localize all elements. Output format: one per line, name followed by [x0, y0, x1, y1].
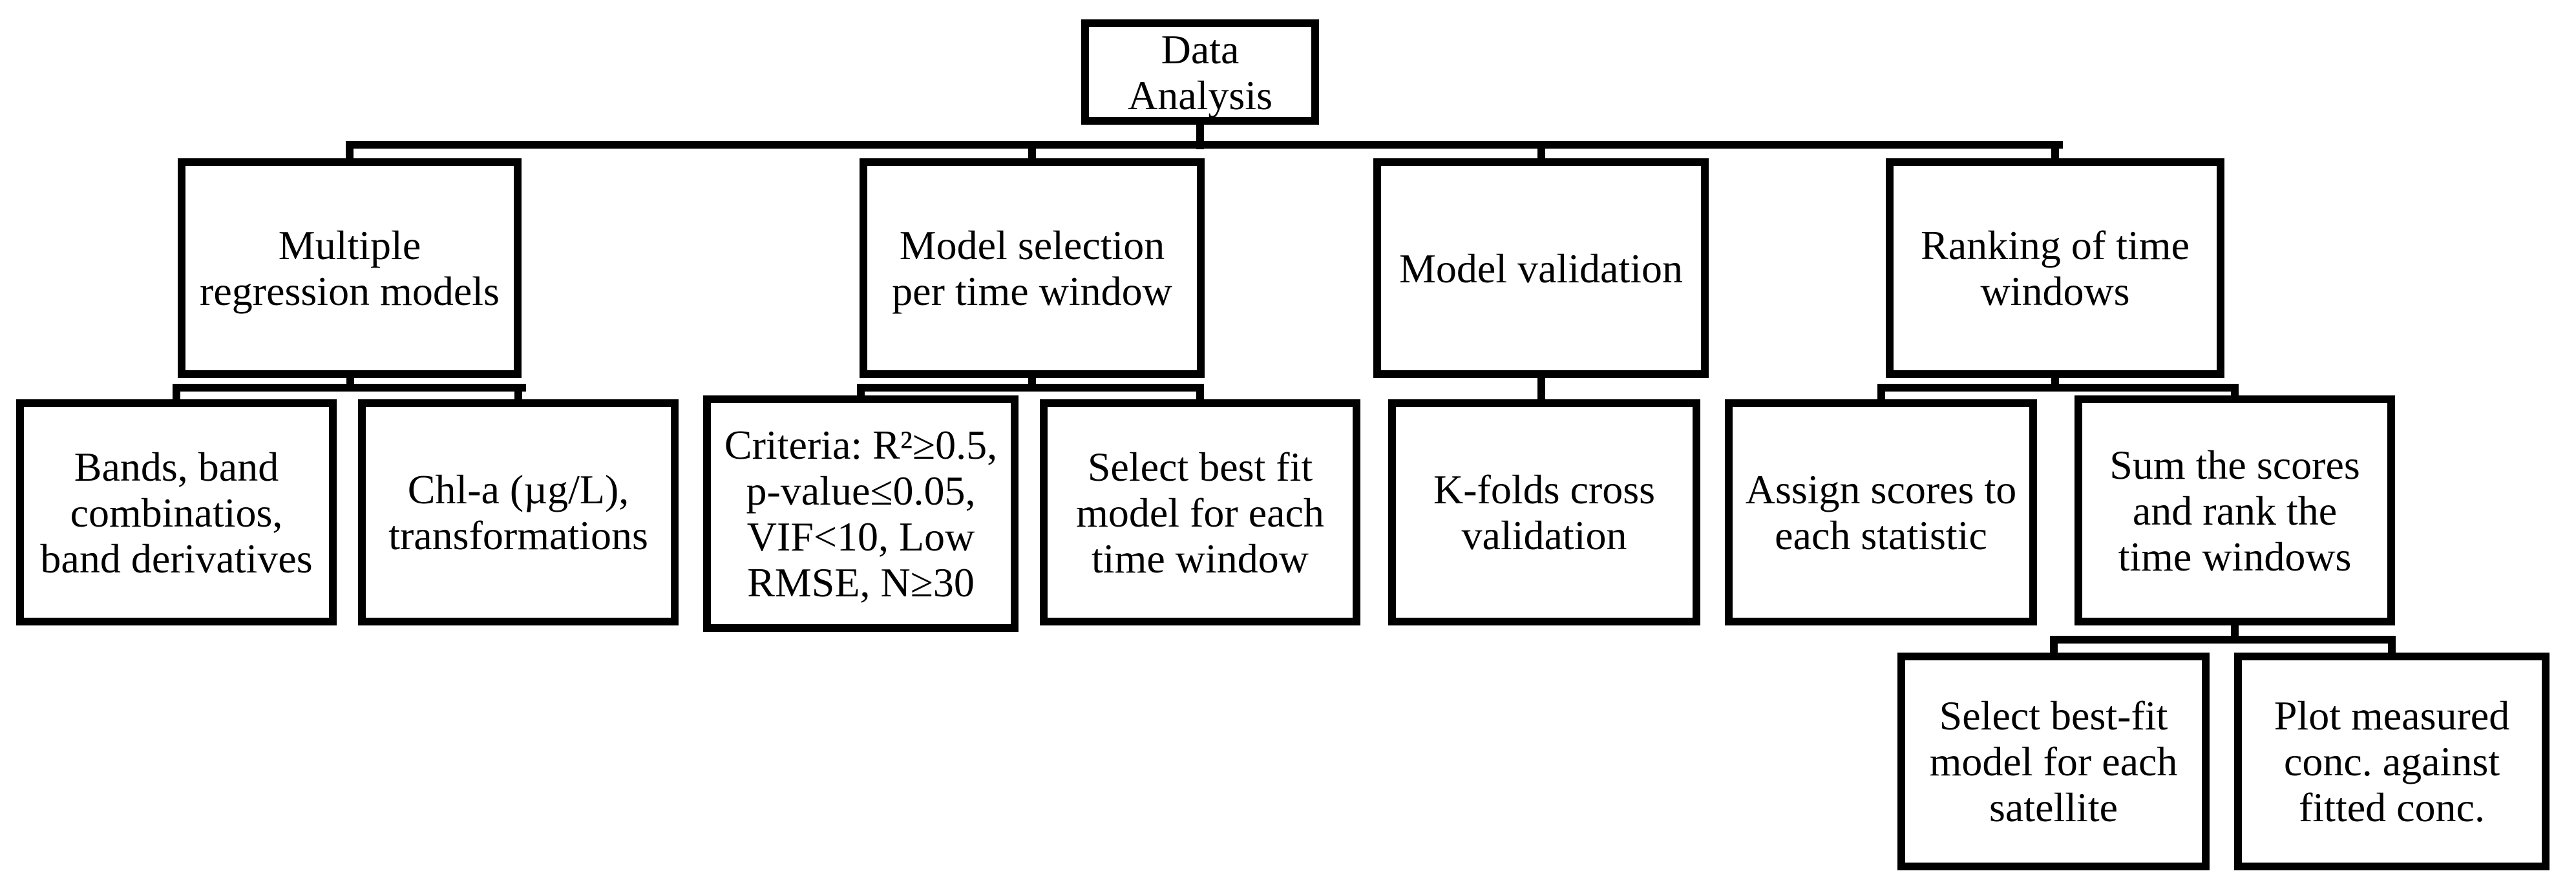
- node-sum-scores-rank-windows-label: Sum the scores and rank the time windows: [2109, 441, 2360, 580]
- connector-sum-drop-plot: [2388, 636, 2396, 653]
- node-plot-measured-vs-fitted-label: Plot measured conc. against fitted conc.: [2274, 693, 2510, 830]
- node-criteria-label: Criteria: R²≥0.5, p-value≤0.05, VIF<10, …: [724, 422, 998, 605]
- node-plot-measured-vs-fitted: Plot measured conc. against fitted conc.: [2234, 653, 2550, 870]
- node-data-analysis-label: Data Analysis: [1128, 26, 1272, 118]
- node-sum-scores-rank-windows: Sum the scores and rank the time windows: [2075, 395, 2395, 625]
- node-ranking-of-time-windows: Ranking of time windows: [1886, 158, 2224, 378]
- connector-root-drop-model-validation: [1537, 141, 1545, 159]
- connector-mv-drop-kfolds: [1537, 378, 1545, 399]
- connector-mr-drop-bands: [173, 384, 180, 399]
- connector-ms-hline: [857, 384, 1204, 392]
- connector-sum-hline: [2050, 636, 2396, 644]
- node-select-best-fit-per-window: Select best fit model for each time wind…: [1040, 399, 1360, 625]
- node-assign-scores: Assign scores to each statistic: [1725, 399, 2037, 625]
- node-chla-transformations-label: Chl-a (µg/L), transformations: [388, 466, 648, 558]
- node-chla-transformations: Chl-a (µg/L), transformations: [358, 399, 679, 625]
- connector-root-drop-ranking: [2051, 141, 2059, 159]
- connector-rk-hline: [1877, 384, 2239, 392]
- node-model-validation: Model validation: [1373, 158, 1709, 378]
- node-bands-band-combinations-label: Bands, band combinatios, band derivative…: [40, 443, 313, 582]
- connector-mr-hline: [173, 384, 526, 392]
- connector-root-hline: [346, 141, 2063, 149]
- node-model-validation-label: Model validation: [1399, 245, 1684, 291]
- node-kfolds-cross-validation-label: K-folds cross validation: [1433, 466, 1656, 558]
- node-model-selection-per-time-window: Model selection per time window: [860, 158, 1205, 378]
- node-kfolds-cross-validation: K-folds cross validation: [1388, 399, 1700, 625]
- node-model-selection-per-time-window-label: Model selection per time window: [892, 222, 1172, 314]
- node-data-analysis: Data Analysis: [1081, 19, 1319, 125]
- node-select-best-fit-per-satellite: Select best-fit model for each satellite: [1897, 653, 2210, 870]
- connector-ms-drop-select-best-fit: [1196, 384, 1204, 399]
- node-multiple-regression-models: Multiple regression models: [178, 158, 522, 378]
- connector-sum-drop-select-satellite: [2050, 636, 2058, 653]
- node-multiple-regression-models-label: Multiple regression models: [200, 222, 500, 314]
- connector-root-drop-multiple-regression: [346, 141, 354, 159]
- connector-root-drop-model-selection: [1028, 141, 1036, 159]
- node-select-best-fit-per-window-label: Select best fit model for each time wind…: [1076, 443, 1324, 582]
- connector-rk-drop-assign-scores: [1877, 384, 1885, 399]
- connector-mr-drop-chla: [514, 384, 522, 399]
- node-select-best-fit-per-satellite-label: Select best-fit model for each satellite: [1929, 693, 2178, 830]
- node-bands-band-combinations: Bands, band combinatios, band derivative…: [16, 399, 337, 625]
- node-ranking-of-time-windows-label: Ranking of time windows: [1921, 222, 2190, 314]
- node-assign-scores-label: Assign scores to each statistic: [1745, 466, 2017, 558]
- node-criteria: Criteria: R²≥0.5, p-value≤0.05, VIF<10, …: [703, 395, 1019, 632]
